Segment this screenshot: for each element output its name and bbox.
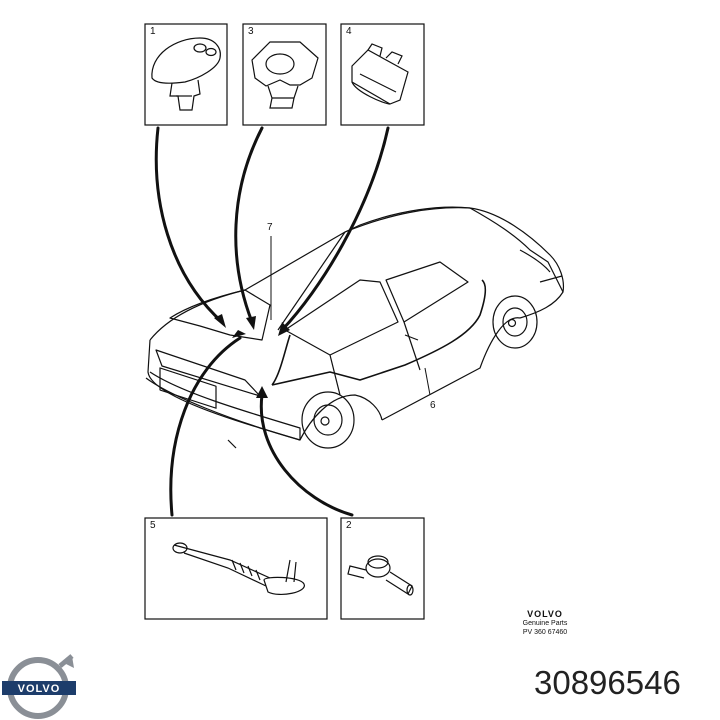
check-valve-part xyxy=(347,555,414,596)
arrow-box3 xyxy=(234,126,264,324)
callout-6: 6 xyxy=(430,400,436,411)
callout-2: 2 xyxy=(346,520,352,531)
callout-4: 4 xyxy=(346,26,352,37)
callout-7: 7 xyxy=(267,222,273,233)
detail-box-1: 1 xyxy=(144,23,228,126)
detail-box-4: 4 xyxy=(340,23,425,126)
genuine-parts-stamp: VOLVO Genuine Parts PV 360 67460 xyxy=(490,610,600,637)
detail-box-3: 3 xyxy=(242,23,327,126)
car-illustration xyxy=(145,206,565,449)
arrow-heads xyxy=(214,314,290,398)
detail-box-5: 5 xyxy=(144,517,328,620)
retaining-clip-part xyxy=(351,43,409,105)
leader-arrows xyxy=(154,126,390,517)
stamp-brand: VOLVO xyxy=(527,609,563,619)
callout-3: 3 xyxy=(248,26,254,37)
part-number: 30896546 xyxy=(534,664,681,701)
svg-text:VOLVO: VOLVO xyxy=(18,683,61,695)
nozzle-hose-part xyxy=(172,542,305,596)
arrow-box4 xyxy=(280,126,390,332)
callout-5: 5 xyxy=(150,520,156,531)
volvo-logo: VOLVO xyxy=(2,654,76,719)
washer-nozzle-part xyxy=(151,37,221,111)
stamp-line2: PV 360 67460 xyxy=(522,629,568,636)
arrow-box2 xyxy=(259,393,354,517)
leader-6 xyxy=(424,367,431,396)
arrow-box5 xyxy=(169,336,242,517)
stamp-line1: Genuine Parts xyxy=(522,620,568,627)
detail-box-2: 2 xyxy=(340,517,425,620)
callout-1: 1 xyxy=(150,26,156,37)
arrow-box1 xyxy=(154,126,224,324)
hose-clip-part xyxy=(251,41,319,109)
